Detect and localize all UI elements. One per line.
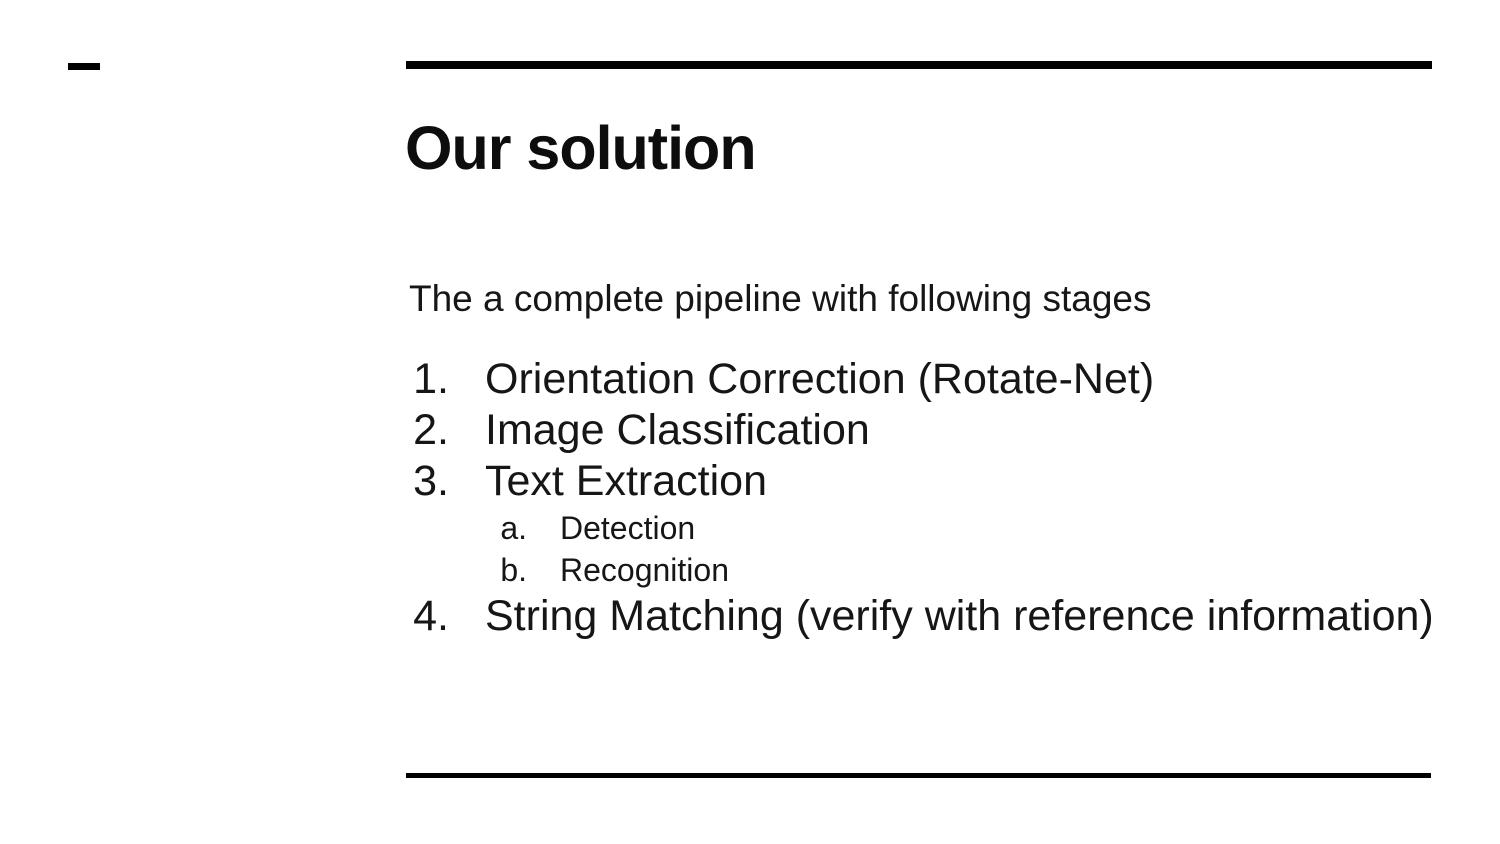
title-top-rule xyxy=(406,61,1432,69)
list-item-text: Orientation Correction (Rotate-Net) xyxy=(485,355,1155,403)
list-item-marker: 2. xyxy=(413,406,449,454)
list-subitem-text: Detection xyxy=(560,510,696,546)
corner-dash-mark xyxy=(68,63,100,70)
list-item: 2. Image Classification xyxy=(409,405,1409,456)
list-subitem-marker: a. xyxy=(500,510,527,546)
pipeline-stages-list: 1. Orientation Correction (Rotate-Net) 2… xyxy=(409,354,1434,642)
list-subitem-marker: b. xyxy=(500,552,527,588)
list-item: 4. String Matching (verify with referenc… xyxy=(409,591,1434,642)
list-subitem-text: Recognition xyxy=(560,552,729,588)
list-item-marker: 4. xyxy=(413,592,449,640)
intro-text: The a complete pipeline with following s… xyxy=(409,278,1152,319)
slide-title: Our solution xyxy=(405,114,757,182)
list-item-text: Text Extraction xyxy=(485,457,767,505)
list-item-marker: 3. xyxy=(413,457,449,505)
list-item-text: Image Classification xyxy=(485,406,870,454)
footer-rule xyxy=(406,773,1431,778)
list-item: 1. Orientation Correction (Rotate-Net) xyxy=(409,354,1409,405)
list-subitem: b. Recognition xyxy=(409,549,1409,591)
list-item: 3. Text Extraction xyxy=(409,456,1409,507)
list-item-text: String Matching (verify with reference i… xyxy=(485,592,1434,640)
list-subitem: a. Detection xyxy=(409,507,1409,549)
list-item-marker: 1. xyxy=(413,355,449,403)
